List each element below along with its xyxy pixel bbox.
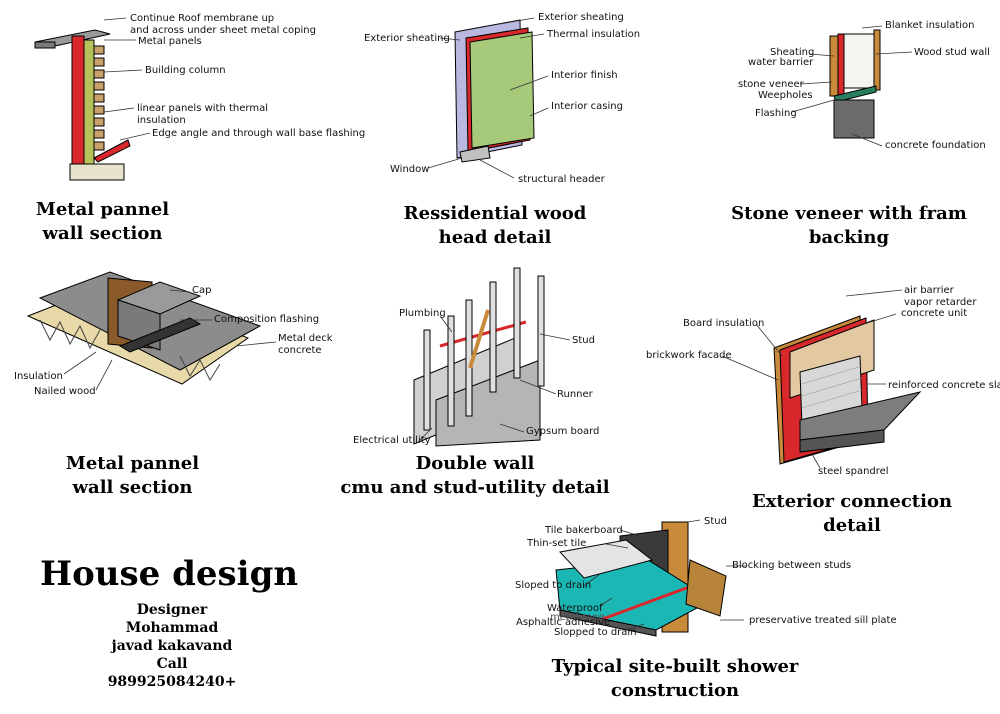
label-blocking: Blocking between studs [732, 560, 852, 571]
label-linear-panels: linear panels with thermal [137, 103, 268, 114]
title-double-wall: Double wall cmu and stud-utility detail [286, 452, 664, 500]
label-slopped-to-drain: Slopped to drain [554, 627, 637, 638]
label-composition-flashing: Composition flashing [214, 314, 320, 325]
label-vapor-retarder: vapor retarder [904, 297, 977, 308]
label-stone-veneer: stone veneer [738, 79, 804, 90]
label-weepholes: Weepholes [758, 90, 813, 101]
credit-line: Call [156, 656, 188, 672]
title-line: Typical site-built shower [551, 656, 799, 677]
label-sheating: Sheating [770, 47, 815, 58]
detail-wood-head-art [427, 17, 549, 179]
title-line: head detail [438, 227, 552, 248]
label-insulation: Insulation [14, 371, 63, 382]
title-line: backing [808, 227, 890, 248]
title-shower-construction: Typical site-built shower construction [505, 655, 845, 703]
label-runner: Runner [557, 389, 593, 400]
title-line: Double wall [415, 453, 535, 474]
detail-roof-edge-art [26, 271, 277, 391]
detail-shower-art [555, 519, 746, 637]
label-sill-plate: preservative treated sill plate [749, 615, 897, 626]
label-roof-membrane-cont: and across under sheet metal coping [130, 25, 316, 36]
label-board-insulation: Board insulation [683, 318, 765, 329]
label-reinforced-slab: reinforced concrete slab [888, 380, 1000, 391]
label-steel-spandrel: steel spandrel [818, 466, 889, 477]
label-shower-stud: Stud [704, 516, 727, 527]
title-metal-panel-section-2: Metal pannel wall section [30, 452, 235, 500]
label-thin-set-tile: Thin-set tile [527, 538, 587, 549]
label-cap: Cap [192, 285, 212, 296]
title-line: Stone veneer with fram [731, 203, 967, 224]
page-heading: House design [40, 554, 299, 594]
label-interior-casing: Interior casing [551, 101, 623, 112]
title-line: Metal pannel [35, 199, 170, 220]
label-air-barrier: air barrier [904, 285, 954, 296]
label-metal-deck-concrete: concrete [278, 345, 322, 356]
label-exterior-sheating-right: Exterior sheating [538, 12, 624, 23]
label-thermal-insulation: Thermal insulation [547, 29, 641, 40]
title-stone-veneer: Stone veneer with fram backing [700, 202, 998, 250]
title-line: Metal pannel [65, 453, 200, 474]
label-waterproof: Waterproof [547, 603, 603, 614]
label-blanket-insulation: Blanket insulation [885, 20, 975, 31]
label-linear-panels-cont: insulation [137, 115, 186, 126]
label-membrane: membrane [550, 612, 605, 623]
label-sloped-to-drain: Sloped to drain [515, 580, 592, 591]
title-line: detail [823, 515, 881, 536]
detail-stone-veneer-art [791, 25, 913, 147]
label-nailed-wood: Nailed wood [34, 386, 96, 397]
label-concrete-unit: concrete unit [901, 308, 968, 319]
label-metal-deck: Metal deck [278, 333, 333, 344]
label-metal-panels: Metal panels [138, 36, 202, 47]
label-brickwork-facade: brickwork facade [646, 350, 732, 361]
label-interior-finish: Interior finish [551, 70, 618, 81]
label-electrical-utility: Electrical utility [353, 435, 431, 446]
label-flashing: Flashing [755, 108, 797, 119]
label-exterior-sheating-left: Exterior sheating [364, 33, 450, 44]
detail-metal-panel-section-art [34, 17, 151, 181]
label-structural-header: structural header [518, 174, 605, 185]
label-gypsum-board: Gypsum board [526, 426, 600, 437]
label-edge-angle: Edge angle and through wall base flashin… [152, 128, 366, 139]
credit-line: javad kakavand [111, 638, 233, 654]
credit-line: 989925084240+ [107, 674, 237, 690]
title-line: wall section [72, 477, 193, 498]
title-line: Ressidential wood [403, 203, 587, 224]
label-asphaltic-adhesive: Asphaltic adhesive [516, 617, 611, 628]
title-exterior-connection: Exterior connection detail [710, 490, 994, 538]
credit-line: Mohammad [125, 620, 219, 636]
label-concrete-foundation: concrete foundation [885, 140, 986, 151]
detail-double-wall-art [413, 267, 571, 447]
credit-line: Designer [136, 602, 208, 618]
title-line: construction [610, 680, 740, 701]
detail-exterior-connection-art [721, 289, 922, 469]
title-line: wall section [42, 223, 163, 244]
label-water-barrier: water barrier [748, 57, 814, 68]
label-wood-stud-wall: Wood stud wall [914, 47, 990, 58]
label-plumbing: Plumbing [399, 308, 446, 319]
title-line: cmu and stud-utility detail [340, 477, 610, 498]
label-tile-bakerboard: Tile bakerboard [545, 525, 623, 536]
title-metal-panel-section-1: Metal pannel wall section [0, 198, 205, 246]
designer-credits: Designer Mohammad javad kakavand Call 98… [72, 601, 272, 691]
title-line: Exterior connection [751, 491, 953, 512]
label-stud: Stud [572, 335, 595, 346]
label-building-column: Building column [145, 65, 226, 76]
label-window: Window [390, 164, 430, 175]
label-roof-membrane: Continue Roof membrane up [130, 13, 275, 24]
title-wood-head-detail: Ressidential wood head detail [360, 202, 630, 250]
